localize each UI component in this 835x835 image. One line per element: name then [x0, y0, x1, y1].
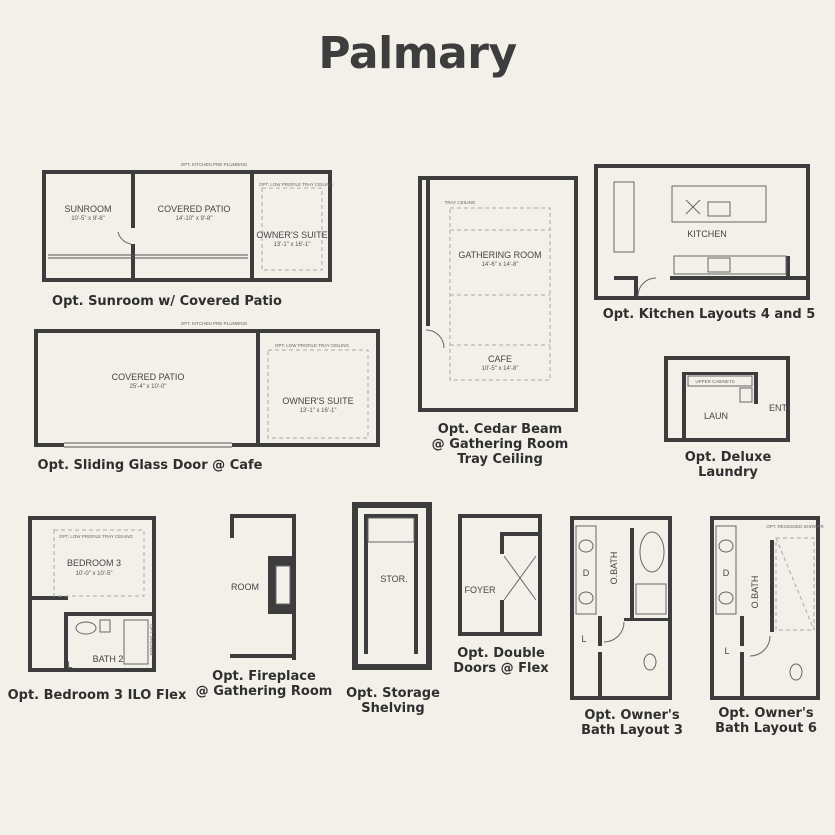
- plan-storage: STOR.: [352, 502, 432, 670]
- plan-note: OPT. KITCHEN PRE-PLUMBING: [181, 321, 248, 326]
- plan-fireplace: ROOM: [230, 514, 296, 660]
- room-label: BATH 2: [93, 654, 124, 664]
- plan-note: OPT. SHOWER: [149, 624, 154, 656]
- plan-sunroom: SUNROOM 10'-5" x 9'-8" COVERED PATIO 14'…: [42, 162, 334, 282]
- room-label: COVERED PATIO: [158, 204, 231, 214]
- plan-note: OPT. LOW PROFILE TRAY CEILING: [275, 343, 350, 348]
- room-label: D: [723, 568, 730, 578]
- room-label: KITCHEN: [687, 229, 727, 239]
- room-label: STOR.: [380, 574, 407, 584]
- caption-owners-bath-3: Opt. Owner's Bath Layout 3: [581, 708, 683, 738]
- room-label: FOYER: [464, 585, 496, 595]
- plan-laundry: UPPER CABINETS LAUN ENT: [664, 356, 790, 442]
- plan-sliding-door: COVERED PATIO 25'-4" x 10'-0" OWNER'S SU…: [34, 321, 380, 448]
- room-dims: 10'-0" x 10'-5": [76, 571, 113, 577]
- room-dims: 10'-5" x 14'-8": [482, 366, 519, 372]
- plan-owners-bath-6: OPT. RECESSED SHOWER O.BATH D L: [710, 516, 825, 700]
- plan-bedroom3: OPT. LOW PROFILE TRAY CEILING OPT. SHOWE…: [28, 516, 156, 672]
- room-label: OWNER'S SUITE: [256, 230, 327, 240]
- caption-storage: Opt. Storage Shelving: [346, 686, 440, 716]
- caption-laundry: Opt. Deluxe Laundry: [684, 450, 772, 480]
- room-dims: 13'-1" x 16'-1": [274, 242, 311, 248]
- room-dims: 14'-6" x 14'-8": [482, 262, 519, 268]
- plan-note: OPT. LOW PROFILE TRAY CEILING: [59, 534, 134, 539]
- plan-double-doors: FOYER: [458, 514, 542, 636]
- page-title: Palmary: [318, 28, 517, 79]
- plan-note: OPT. RECESSED SHOWER: [766, 524, 824, 529]
- room-dims: 13'-1" x 16'-1": [300, 408, 337, 414]
- room-label: ROOM: [231, 582, 259, 592]
- caption-cedar-beam: Opt. Cedar Beam @ Gathering Room Tray Ce…: [431, 422, 569, 467]
- caption-double-doors: Opt. Double Doors @ Flex: [453, 646, 549, 676]
- room-label: COVERED PATIO: [112, 372, 185, 382]
- caption-bedroom3: Opt. Bedroom 3 ILO Flex: [7, 688, 187, 703]
- plan-kitchen: KITCHEN: [594, 164, 810, 300]
- room-label: BEDROOM 3: [67, 558, 121, 568]
- caption-fireplace: Opt. Fireplace @ Gathering Room: [195, 669, 333, 699]
- plan-note: UPPER CABINETS: [695, 379, 734, 384]
- plan-note: OPT. LOW PROFILE TRAY CEILING: [259, 182, 334, 187]
- caption-sliding-door: Opt. Sliding Glass Door @ Cafe: [37, 458, 263, 473]
- room-label: D: [583, 568, 590, 578]
- room-dims: 25'-4" x 10'-0": [130, 384, 167, 390]
- caption-kitchen: Opt. Kitchen Layouts 4 and 5: [602, 307, 816, 322]
- room-label: ENT: [769, 403, 788, 413]
- room-label: L: [581, 634, 586, 644]
- room-label: O.BATH: [609, 552, 619, 585]
- plan-note: TRAY CEILING: [445, 200, 476, 205]
- room-label: SUNROOM: [65, 204, 112, 214]
- plan-cedar-beam: TRAY CEILING GATHERING ROOM 14'-6" x 14'…: [418, 176, 578, 412]
- room-label: L: [67, 660, 72, 670]
- caption-sunroom: Opt. Sunroom w/ Covered Patio: [52, 294, 282, 309]
- caption-owners-bath-6: Opt. Owner's Bath Layout 6: [715, 706, 817, 736]
- plan-note: OPT. KITCHEN PRE-PLUMBING: [181, 162, 248, 167]
- room-label: OWNER'S SUITE: [282, 396, 353, 406]
- room-label: CAFE: [488, 354, 512, 364]
- room-label: L: [724, 646, 729, 656]
- plan-owners-bath-3: O.BATH D L: [570, 516, 672, 700]
- room-label: O.BATH: [750, 576, 760, 609]
- room-dims: 10'-5" x 9'-8": [71, 216, 105, 222]
- room-dims: 14'-10" x 9'-8": [176, 216, 213, 222]
- room-label: LAUN: [704, 411, 728, 421]
- room-label: GATHERING ROOM: [458, 250, 541, 260]
